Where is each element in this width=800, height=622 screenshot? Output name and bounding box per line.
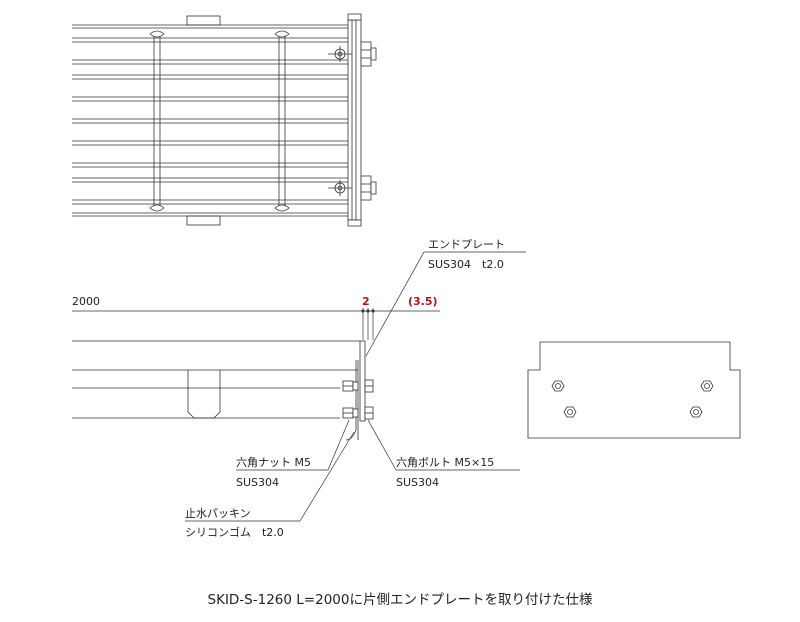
bolt-side-lower: [342, 406, 374, 420]
end-plate-top-view: [347, 19, 362, 221]
drawing-caption: SKID-S-1260 L=2000に片側エンドプレートを取り付けた仕様: [208, 592, 593, 608]
grating-top-view: [72, 13, 377, 227]
top-tab: [186, 15, 221, 26]
hex-nut-3: [563, 406, 577, 418]
grating-side-view: [72, 340, 374, 441]
bottom-tab: [186, 215, 221, 226]
leader-lines: [185, 251, 526, 522]
packing-spec: シリコンゴム t2.0: [185, 525, 284, 539]
length-dimension: 2000: [72, 295, 100, 308]
hex-nut-4: [689, 406, 703, 418]
end-plate-label: エンドプレート: [428, 238, 505, 251]
support-leg: [187, 370, 221, 419]
cross-bar-slots: [149, 30, 290, 212]
gap-dimension: 2: [362, 295, 370, 308]
nut-spec: SUS304: [236, 476, 279, 489]
end-plate-side: [359, 340, 366, 422]
bolt-spec: SUS304: [396, 476, 439, 489]
end-plate-front-view: [527, 341, 741, 439]
end-plate-bottom-lug: [347, 219, 362, 227]
end-plate-spec: SUS304 t2.0: [428, 258, 504, 271]
hex-nut-1: [551, 380, 565, 392]
packing-label: 止水パッキン: [185, 507, 251, 520]
packing-side: [345, 360, 357, 441]
dimension-line: [72, 308, 440, 340]
bolt-label: 六角ボルト M5×15: [396, 456, 494, 469]
grating-bars: [72, 37, 348, 205]
bolt-top-view-upper: [328, 41, 377, 67]
bolt-top-view-lower: [328, 175, 377, 201]
thickness-dimension: (3.5): [408, 295, 438, 308]
nut-label: 六角ナット M5: [236, 456, 311, 469]
bolt-side-upper: [342, 379, 374, 393]
hex-nut-2: [700, 380, 714, 392]
end-plate-top-lug: [347, 13, 362, 21]
